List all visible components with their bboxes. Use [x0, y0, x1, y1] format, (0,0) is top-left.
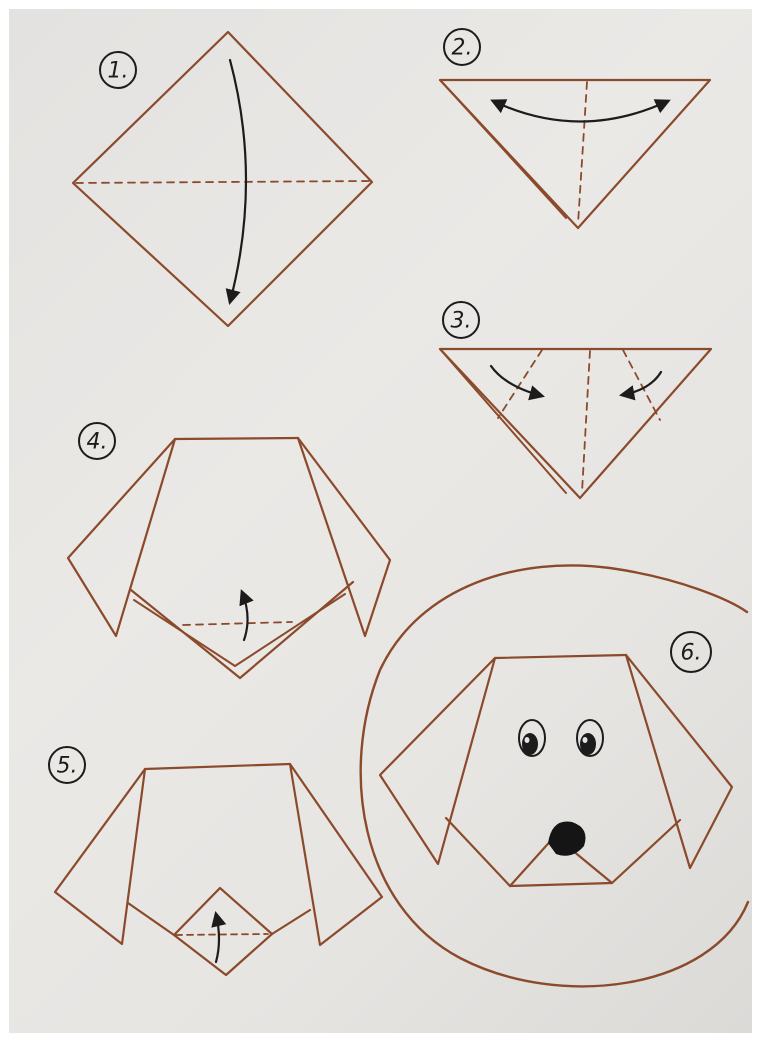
step-3-triangle	[440, 349, 711, 498]
step-3-label: 3.	[451, 309, 472, 334]
step-6-top-edge	[495, 655, 626, 658]
step-6-right-ear	[626, 655, 732, 868]
step-3-right-fold	[623, 350, 660, 420]
step-2-center-fold	[578, 82, 587, 224]
step-4: 4.	[68, 423, 390, 678]
step-6-nose	[548, 821, 586, 855]
step-1: 1.	[73, 32, 372, 326]
step-5-left-ear	[55, 769, 145, 944]
step-2-back-edge	[440, 80, 566, 218]
step-5: 5.	[49, 747, 382, 975]
step-5-right-ear	[290, 764, 382, 945]
step-6: 6.	[361, 565, 748, 986]
step-4-chin-inner	[134, 594, 345, 666]
step-4-chin	[131, 582, 353, 678]
step-6-left-eye	[519, 720, 545, 756]
step-4-right-ear	[298, 438, 390, 636]
step-6-label: 6.	[681, 641, 702, 666]
step-3-left-fold	[498, 350, 542, 418]
step-4-label: 4.	[87, 430, 108, 455]
step-4-fold-arrow	[242, 592, 248, 640]
step-3-right-arrow	[622, 372, 661, 395]
step-4-top-edge	[175, 438, 298, 439]
step-3-center-fold	[582, 351, 590, 492]
step-1-fold-line	[76, 181, 370, 183]
step-3-back-edge	[440, 349, 566, 493]
step-2: 2.	[440, 29, 710, 228]
step-6-left-ear	[380, 658, 495, 864]
step-2-fold-arrow	[493, 101, 668, 122]
step-5-nose-top	[174, 888, 272, 935]
step-2-triangle	[440, 80, 710, 228]
step-2-label: 2.	[452, 36, 473, 61]
step-6-frame-circle	[361, 565, 748, 986]
step-4-chin-fold	[183, 622, 292, 625]
step-6-right-eye	[577, 720, 603, 756]
step-5-nose-fold	[176, 934, 268, 935]
step-1-label: 1.	[108, 59, 129, 84]
step-5-top-edge	[145, 764, 290, 769]
step-5-fold-arrow	[216, 914, 219, 962]
step-4-left-ear	[68, 439, 175, 636]
step-3-left-arrow	[491, 366, 542, 396]
step-5-label: 5.	[57, 754, 78, 779]
step-3: 3.	[440, 302, 711, 498]
